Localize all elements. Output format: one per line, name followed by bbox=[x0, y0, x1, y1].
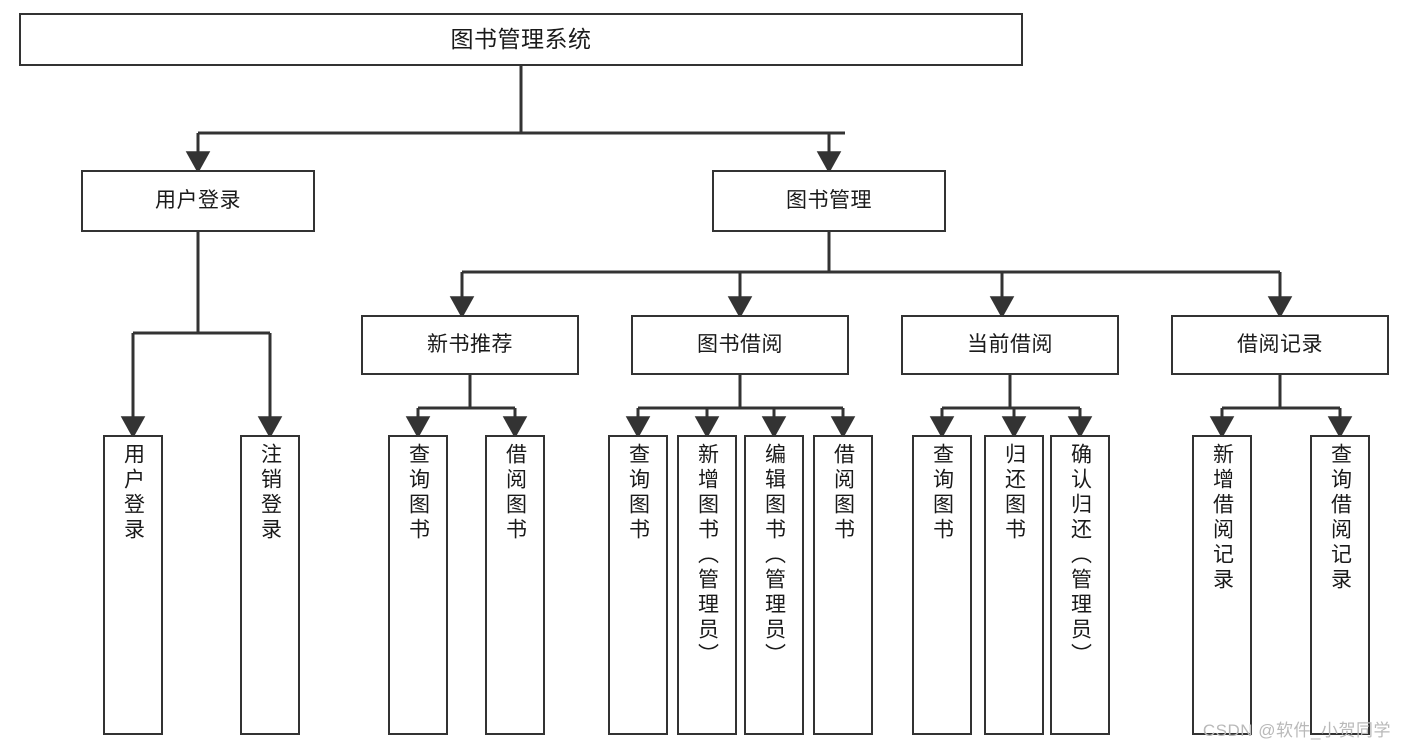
node-leaf-borrow-book-2[interactable]: 借阅图书 bbox=[813, 435, 873, 735]
node-leaf-add-book[interactable]: 新增图书（管理员） bbox=[677, 435, 737, 735]
node-leaf-query-borrow-record-label: 查询借阅记录 bbox=[1328, 443, 1352, 593]
node-leaf-add-book-label: 新增图书（管理员） bbox=[695, 443, 719, 668]
node-book-borrow-label: 图书借阅 bbox=[697, 332, 783, 356]
node-user-login[interactable]: 用户登录 bbox=[81, 170, 315, 232]
node-leaf-confirm-return-label: 确认归还（管理员） bbox=[1068, 443, 1092, 668]
node-leaf-user-login[interactable]: 用户登录 bbox=[103, 435, 163, 735]
node-leaf-borrow-book-1[interactable]: 借阅图书 bbox=[485, 435, 545, 735]
node-book-borrow[interactable]: 图书借阅 bbox=[631, 315, 849, 375]
node-leaf-query-book-2-label: 查询图书 bbox=[626, 443, 650, 543]
node-leaf-user-login-label: 用户登录 bbox=[121, 443, 145, 543]
node-borrow-record[interactable]: 借阅记录 bbox=[1171, 315, 1389, 375]
node-leaf-query-book-3[interactable]: 查询图书 bbox=[912, 435, 972, 735]
node-leaf-borrow-book-1-label: 借阅图书 bbox=[503, 443, 527, 543]
node-leaf-user-logout[interactable]: 注销登录 bbox=[240, 435, 300, 735]
node-root-label: 图书管理系统 bbox=[450, 26, 592, 53]
node-leaf-query-borrow-record[interactable]: 查询借阅记录 bbox=[1310, 435, 1370, 735]
node-leaf-query-book-3-label: 查询图书 bbox=[930, 443, 954, 543]
node-new-book-recommend[interactable]: 新书推荐 bbox=[361, 315, 579, 375]
node-leaf-borrow-book-2-label: 借阅图书 bbox=[831, 443, 855, 543]
node-current-borrow-label: 当前借阅 bbox=[967, 332, 1053, 356]
node-current-borrow[interactable]: 当前借阅 bbox=[901, 315, 1119, 375]
node-leaf-edit-book-label: 编辑图书（管理员） bbox=[762, 443, 786, 668]
node-leaf-add-borrow-record[interactable]: 新增借阅记录 bbox=[1192, 435, 1252, 735]
node-leaf-confirm-return[interactable]: 确认归还（管理员） bbox=[1050, 435, 1110, 735]
node-leaf-query-book-1-label: 查询图书 bbox=[406, 443, 430, 543]
node-root-system[interactable]: 图书管理系统 bbox=[19, 13, 1023, 66]
node-leaf-return-book[interactable]: 归还图书 bbox=[984, 435, 1044, 735]
node-leaf-query-book-2[interactable]: 查询图书 bbox=[608, 435, 668, 735]
csdn-watermark: CSDN @软件_小贺同学 bbox=[1202, 721, 1391, 740]
node-leaf-add-borrow-record-label: 新增借阅记录 bbox=[1210, 443, 1234, 593]
node-leaf-query-book-1[interactable]: 查询图书 bbox=[388, 435, 448, 735]
node-book-manage[interactable]: 图书管理 bbox=[712, 170, 946, 232]
node-leaf-user-logout-label: 注销登录 bbox=[258, 443, 282, 543]
node-leaf-return-book-label: 归还图书 bbox=[1002, 443, 1026, 543]
node-borrow-record-label: 借阅记录 bbox=[1237, 332, 1323, 356]
node-leaf-edit-book[interactable]: 编辑图书（管理员） bbox=[744, 435, 804, 735]
node-user-login-label: 用户登录 bbox=[155, 188, 241, 212]
node-new-book-recommend-label: 新书推荐 bbox=[427, 332, 513, 356]
node-book-manage-label: 图书管理 bbox=[786, 188, 872, 212]
